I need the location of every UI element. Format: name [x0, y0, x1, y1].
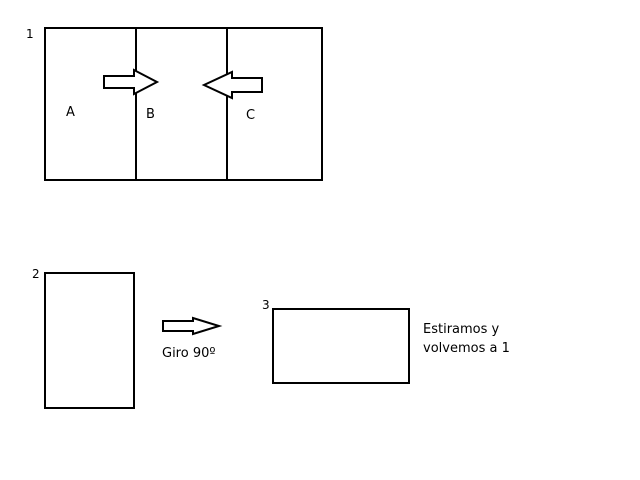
panel-c-label: C [246, 108, 255, 123]
step-2-number: 2 [32, 267, 40, 281]
note-line-1: Estiramos y [423, 322, 500, 337]
stretched-sheet-3 [272, 308, 410, 384]
note-line-2: volvemos a 1 [423, 341, 510, 356]
arrow-left-icon [201, 70, 263, 100]
rotate-arrow-icon [162, 316, 223, 336]
arrow-right-icon [103, 68, 160, 96]
panel-a-label: A [66, 105, 75, 120]
folded-sheet-1 [44, 27, 323, 181]
sheet-outline [44, 27, 323, 181]
rotation-label: Giro 90º [162, 346, 216, 361]
folded-sheet-2 [44, 272, 135, 409]
step-1-number: 1 [26, 27, 34, 41]
panel-b-label: B [146, 107, 155, 122]
step-3-number: 3 [262, 298, 270, 312]
